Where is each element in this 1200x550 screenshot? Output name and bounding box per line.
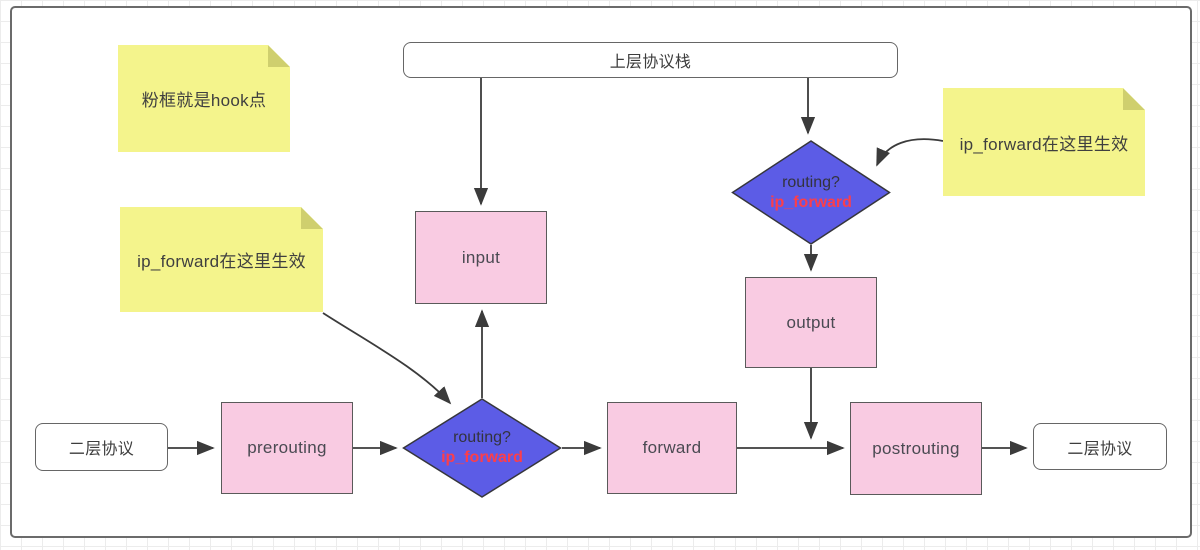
- node-label: input: [461, 247, 501, 267]
- node-forward[interactable]: forward: [607, 402, 737, 494]
- node-l2-protocol-right[interactable]: 二层协议: [1033, 423, 1167, 470]
- node-label: output: [786, 312, 836, 332]
- node-label: 二层协议: [1067, 440, 1133, 458]
- node-upper-protocol-stack[interactable]: 上层协议栈: [403, 42, 898, 78]
- node-label: 二层协议: [68, 441, 135, 458]
- node-label: 上层协议栈: [609, 54, 692, 71]
- decision-routing-top[interactable]: routing? ip_forward: [731, 140, 891, 245]
- decision-label: routing?: [453, 429, 511, 446]
- sticky-note-text: ip_forward在这里生效: [959, 134, 1129, 154]
- node-postrouting[interactable]: postrouting: [850, 402, 982, 495]
- diamond-shape-icon: [731, 140, 891, 245]
- sticky-note-hook[interactable]: 粉框就是hook点: [118, 45, 290, 152]
- sticky-note-ipforward-left[interactable]: ip_forward在这里生效: [120, 207, 323, 312]
- node-label: prerouting: [247, 438, 327, 457]
- decision-text: routing? ip_forward: [731, 140, 891, 245]
- node-prerouting[interactable]: prerouting: [221, 402, 353, 494]
- sticky-note-text: ip_forward在这里生效: [137, 252, 306, 271]
- decision-sublabel: ip_forward: [441, 449, 523, 466]
- decision-label: routing?: [782, 173, 840, 191]
- decision-routing-bottom[interactable]: routing? ip_forward: [402, 398, 562, 498]
- node-l2-protocol-left[interactable]: 二层协议: [35, 423, 168, 471]
- node-label: forward: [642, 438, 702, 457]
- sticky-note-text: 粉框就是hook点: [141, 91, 267, 110]
- node-label: postrouting: [872, 438, 960, 458]
- diamond-shape-icon: [402, 398, 562, 498]
- sticky-note-ipforward-right[interactable]: ip_forward在这里生效: [943, 88, 1145, 196]
- decision-sublabel: ip_forward: [770, 193, 852, 211]
- node-output[interactable]: output: [745, 277, 877, 368]
- decision-text: routing? ip_forward: [402, 398, 562, 498]
- node-input[interactable]: input: [415, 211, 547, 304]
